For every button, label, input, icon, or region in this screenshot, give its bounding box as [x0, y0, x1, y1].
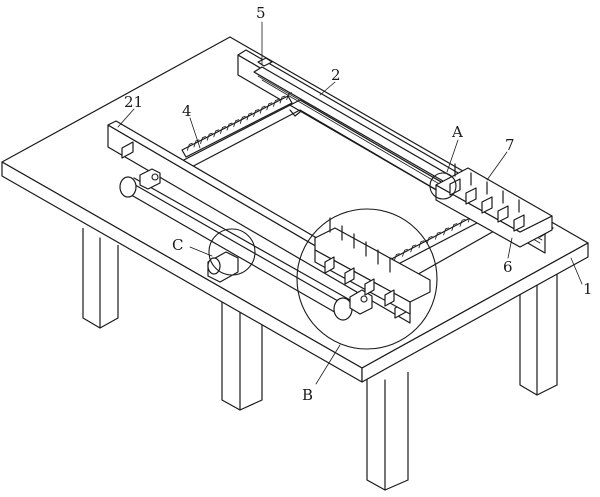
label-21: 21 — [124, 93, 143, 111]
label-6: 6 — [503, 258, 513, 276]
rack-left — [181, 92, 293, 158]
rack-tooth — [273, 99, 279, 107]
rack-tooth — [434, 231, 441, 240]
rack-tooth — [286, 92, 293, 101]
label-c: C — [172, 236, 183, 254]
clamp-assembly-front — [314, 227, 431, 315]
rack-tooth — [443, 227, 450, 236]
label-7: 7 — [505, 136, 515, 154]
rack-tooth — [233, 119, 240, 128]
belt-drive — [119, 168, 373, 321]
detail-circle-a — [429, 172, 457, 200]
rack-tooth — [253, 109, 259, 117]
rack-tooth — [410, 244, 417, 253]
rack-tooth — [200, 136, 206, 144]
table-legs — [82, 228, 558, 491]
rack-tooth — [193, 139, 200, 148]
rack-tooth — [259, 105, 266, 114]
rack-tooth — [220, 126, 226, 134]
rack-tooth — [402, 248, 408, 257]
rack-tooth — [459, 218, 466, 227]
detail-circle-c — [208, 228, 256, 276]
label-2: 2 — [331, 66, 341, 84]
leader-lines — [117, 21, 583, 385]
label-4: 4 — [182, 102, 192, 120]
rack-tooth — [226, 122, 233, 131]
rack-tooth — [266, 102, 273, 111]
rack-tooth — [239, 115, 246, 124]
rack-tooth — [246, 112, 253, 121]
table-top — [1, 36, 589, 383]
rack-tooth — [186, 142, 193, 151]
reference-labels: 5 2 4 21 A 7 6 1 C B — [124, 4, 593, 404]
detail-circle-b — [296, 208, 438, 350]
rack-tooth — [213, 129, 220, 138]
clamp-assembly-right — [435, 167, 553, 248]
label-a: A — [451, 123, 463, 141]
rack-tooth — [426, 236, 433, 244]
rack-tooth — [418, 240, 425, 249]
label-b: B — [302, 386, 313, 404]
label-1: 1 — [583, 280, 593, 298]
rack-tooth — [279, 95, 286, 104]
rack-tooth — [206, 132, 213, 141]
rack-tooth — [393, 253, 400, 261]
rack-tooth — [451, 223, 458, 231]
label-5: 5 — [256, 4, 266, 22]
